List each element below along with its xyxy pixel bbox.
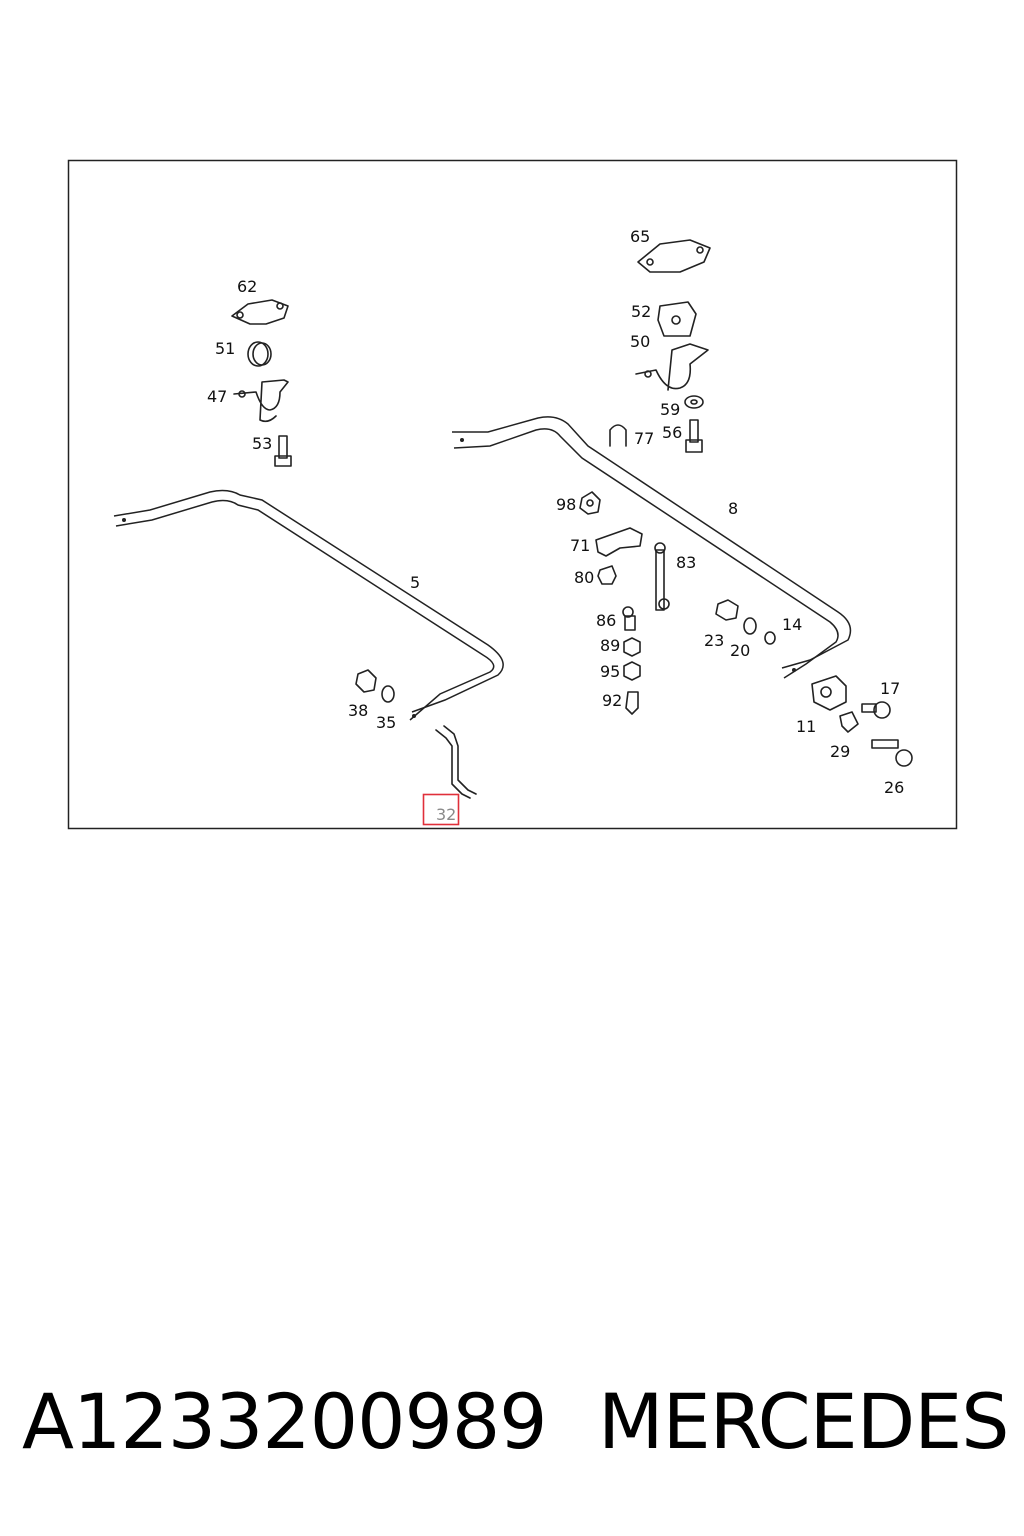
callout-95: 95	[600, 662, 620, 681]
callout-50: 50	[630, 332, 650, 351]
callout-56: 56	[662, 423, 682, 442]
callout-20: 20	[730, 641, 750, 660]
callout-38: 38	[348, 701, 368, 720]
callout-8: 8	[728, 499, 738, 518]
callout-62: 62	[237, 277, 257, 296]
bushing-52	[657, 301, 697, 337]
bracket-71	[595, 527, 643, 557]
callout-83: 83	[676, 553, 696, 572]
callout-98: 98	[556, 495, 576, 514]
bracket-62	[231, 299, 289, 325]
diagram-frame	[67, 159, 958, 830]
highlight-box	[422, 793, 460, 826]
callout-59: 59	[660, 400, 680, 419]
callout-5: 5	[410, 573, 420, 592]
callout-71: 71	[570, 536, 590, 555]
bolt-26	[871, 739, 913, 767]
callout-29: 29	[830, 742, 850, 761]
washer-35	[381, 685, 395, 703]
brand-name: MERCEDES	[598, 1377, 1009, 1466]
stabilizer-bar-5	[113, 489, 504, 721]
callout-23: 23	[704, 631, 724, 650]
link-83	[654, 542, 670, 611]
nut-38	[355, 669, 377, 693]
bolt-86	[622, 606, 636, 631]
bushing-51	[247, 341, 272, 367]
nut-95	[623, 661, 641, 681]
link-32	[435, 725, 477, 799]
nut-80	[597, 565, 617, 585]
callout-51: 51	[215, 339, 235, 358]
callout-26: 26	[884, 778, 904, 797]
callout-32: 32	[436, 805, 456, 824]
callout-92: 92	[602, 691, 622, 710]
callout-65: 65	[630, 227, 650, 246]
callout-14: 14	[782, 615, 802, 634]
nut-89	[623, 637, 641, 657]
callout-53: 53	[252, 434, 272, 453]
part-number: A1233200989	[22, 1377, 548, 1466]
bolt-92	[625, 691, 639, 715]
washer-20	[743, 617, 757, 635]
callout-35: 35	[376, 713, 396, 732]
bolt-17	[861, 701, 891, 719]
stabilizer-bar-8	[452, 416, 852, 679]
callout-52: 52	[631, 302, 651, 321]
callout-11: 11	[796, 717, 816, 736]
bushing-14	[764, 631, 776, 645]
callout-80: 80	[574, 568, 594, 587]
callout-89: 89	[600, 636, 620, 655]
nut-23	[715, 599, 739, 621]
callout-17: 17	[880, 679, 900, 698]
clamp-50	[635, 343, 709, 391]
bolt-53	[274, 435, 292, 467]
washer-59	[684, 395, 704, 409]
callout-77: 77	[634, 429, 654, 448]
bracket-65	[637, 239, 711, 273]
bolt-56	[685, 419, 703, 453]
mount-11	[811, 675, 847, 711]
u-bolt-77	[609, 424, 627, 447]
clip-29	[839, 711, 859, 733]
callout-labels: 65 62 52 51 50 47 59 77 56 53 98 8 71 83 5 80 86 14 23 20 89…	[207, 227, 904, 824]
callout-47: 47	[207, 387, 227, 406]
clamp-47	[233, 379, 289, 423]
callout-86: 86	[596, 611, 616, 630]
nut-98	[579, 491, 601, 515]
